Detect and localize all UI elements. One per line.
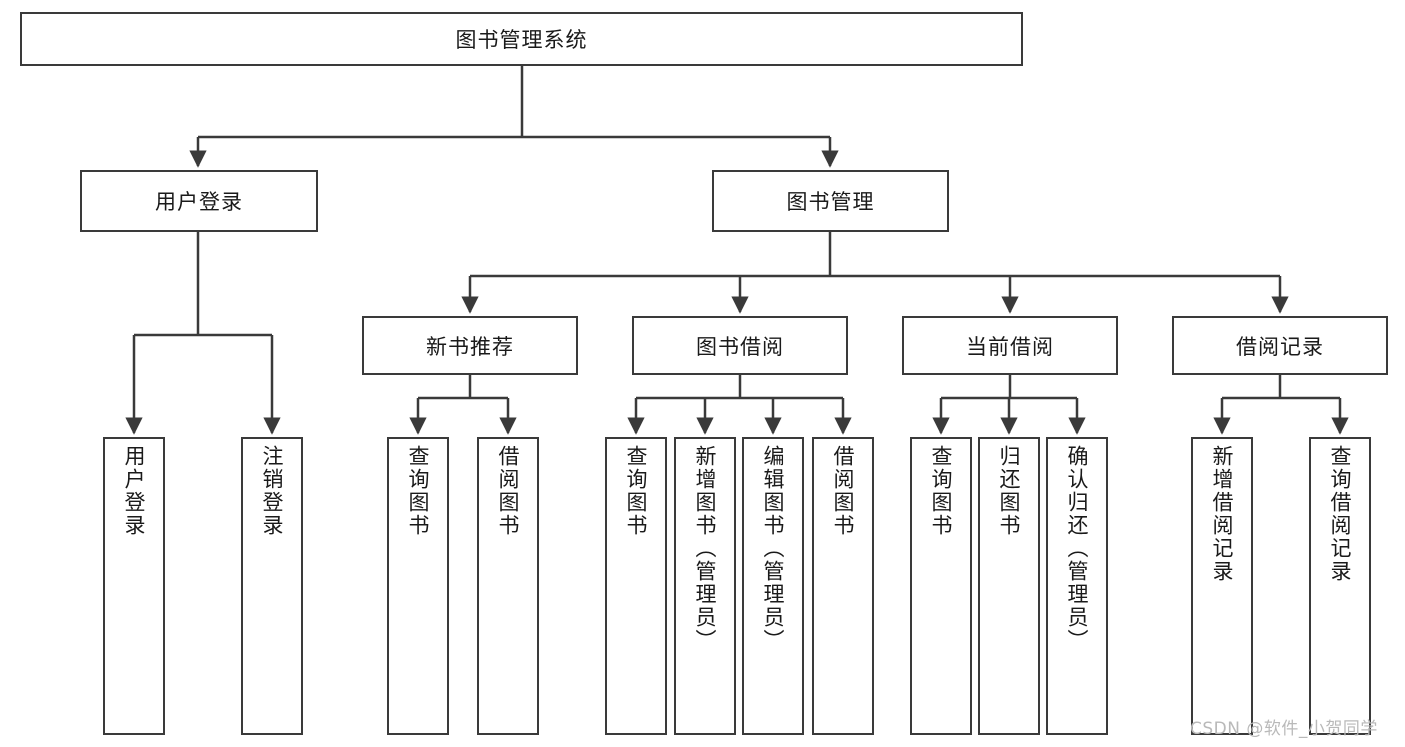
node-book-borrow[interactable]: 图书借阅 <box>632 316 848 375</box>
leaf-borrow-add-book[interactable]: 新增图书（管理员） <box>674 437 736 735</box>
node-new-book-recommend-label: 新书推荐 <box>426 334 514 359</box>
node-user-login[interactable]: 用户登录 <box>80 170 318 232</box>
leaf-record-query-label: 查询借阅记录 <box>1328 445 1353 583</box>
leaf-borrow-add-book-label: 新增图书（管理员） <box>693 445 718 652</box>
leaf-user-login-label: 用户登录 <box>122 445 147 537</box>
leaf-borrow-edit-book[interactable]: 编辑图书（管理员） <box>742 437 804 735</box>
leaf-borrow-borrow-book[interactable]: 借阅图书 <box>812 437 874 735</box>
leaf-borrow-borrow-book-label: 借阅图书 <box>831 445 856 537</box>
node-borrow-record-label: 借阅记录 <box>1236 334 1324 359</box>
node-user-login-label: 用户登录 <box>155 190 243 214</box>
node-new-book-recommend[interactable]: 新书推荐 <box>362 316 578 375</box>
leaf-logout[interactable]: 注销登录 <box>241 437 303 735</box>
leaf-current-query-book-label: 查询图书 <box>929 445 954 537</box>
node-book-management[interactable]: 图书管理 <box>712 170 949 232</box>
leaf-current-return-book[interactable]: 归还图书 <box>978 437 1040 735</box>
leaf-user-login[interactable]: 用户登录 <box>103 437 165 735</box>
node-current-borrow-label: 当前借阅 <box>966 334 1054 359</box>
leaf-current-return-book-label: 归还图书 <box>997 445 1022 537</box>
node-root-label: 图书管理系统 <box>455 28 588 52</box>
leaf-newbook-query-book[interactable]: 查询图书 <box>387 437 449 735</box>
leaf-newbook-borrow-book[interactable]: 借阅图书 <box>477 437 539 735</box>
leaf-borrow-edit-book-label: 编辑图书（管理员） <box>761 445 786 652</box>
node-book-management-label: 图书管理 <box>786 190 875 214</box>
leaf-newbook-query-book-label: 查询图书 <box>406 445 431 537</box>
leaf-current-query-book[interactable]: 查询图书 <box>910 437 972 735</box>
node-current-borrow[interactable]: 当前借阅 <box>902 316 1118 375</box>
leaf-current-confirm-return[interactable]: 确认归还（管理员） <box>1046 437 1108 735</box>
leaf-borrow-query-book[interactable]: 查询图书 <box>605 437 667 735</box>
watermark: CSDN @软件_小贺同学 <box>1190 719 1378 739</box>
leaf-borrow-query-book-label: 查询图书 <box>624 445 649 537</box>
leaf-record-add[interactable]: 新增借阅记录 <box>1191 437 1253 735</box>
node-root[interactable]: 图书管理系统 <box>20 12 1023 66</box>
node-borrow-record[interactable]: 借阅记录 <box>1172 316 1388 375</box>
leaf-current-confirm-return-label: 确认归还（管理员） <box>1065 445 1090 652</box>
leaf-record-query[interactable]: 查询借阅记录 <box>1309 437 1371 735</box>
leaf-logout-label: 注销登录 <box>260 445 285 537</box>
leaf-newbook-borrow-book-label: 借阅图书 <box>496 445 521 537</box>
leaf-record-add-label: 新增借阅记录 <box>1210 445 1235 583</box>
node-book-borrow-label: 图书借阅 <box>696 334 784 359</box>
